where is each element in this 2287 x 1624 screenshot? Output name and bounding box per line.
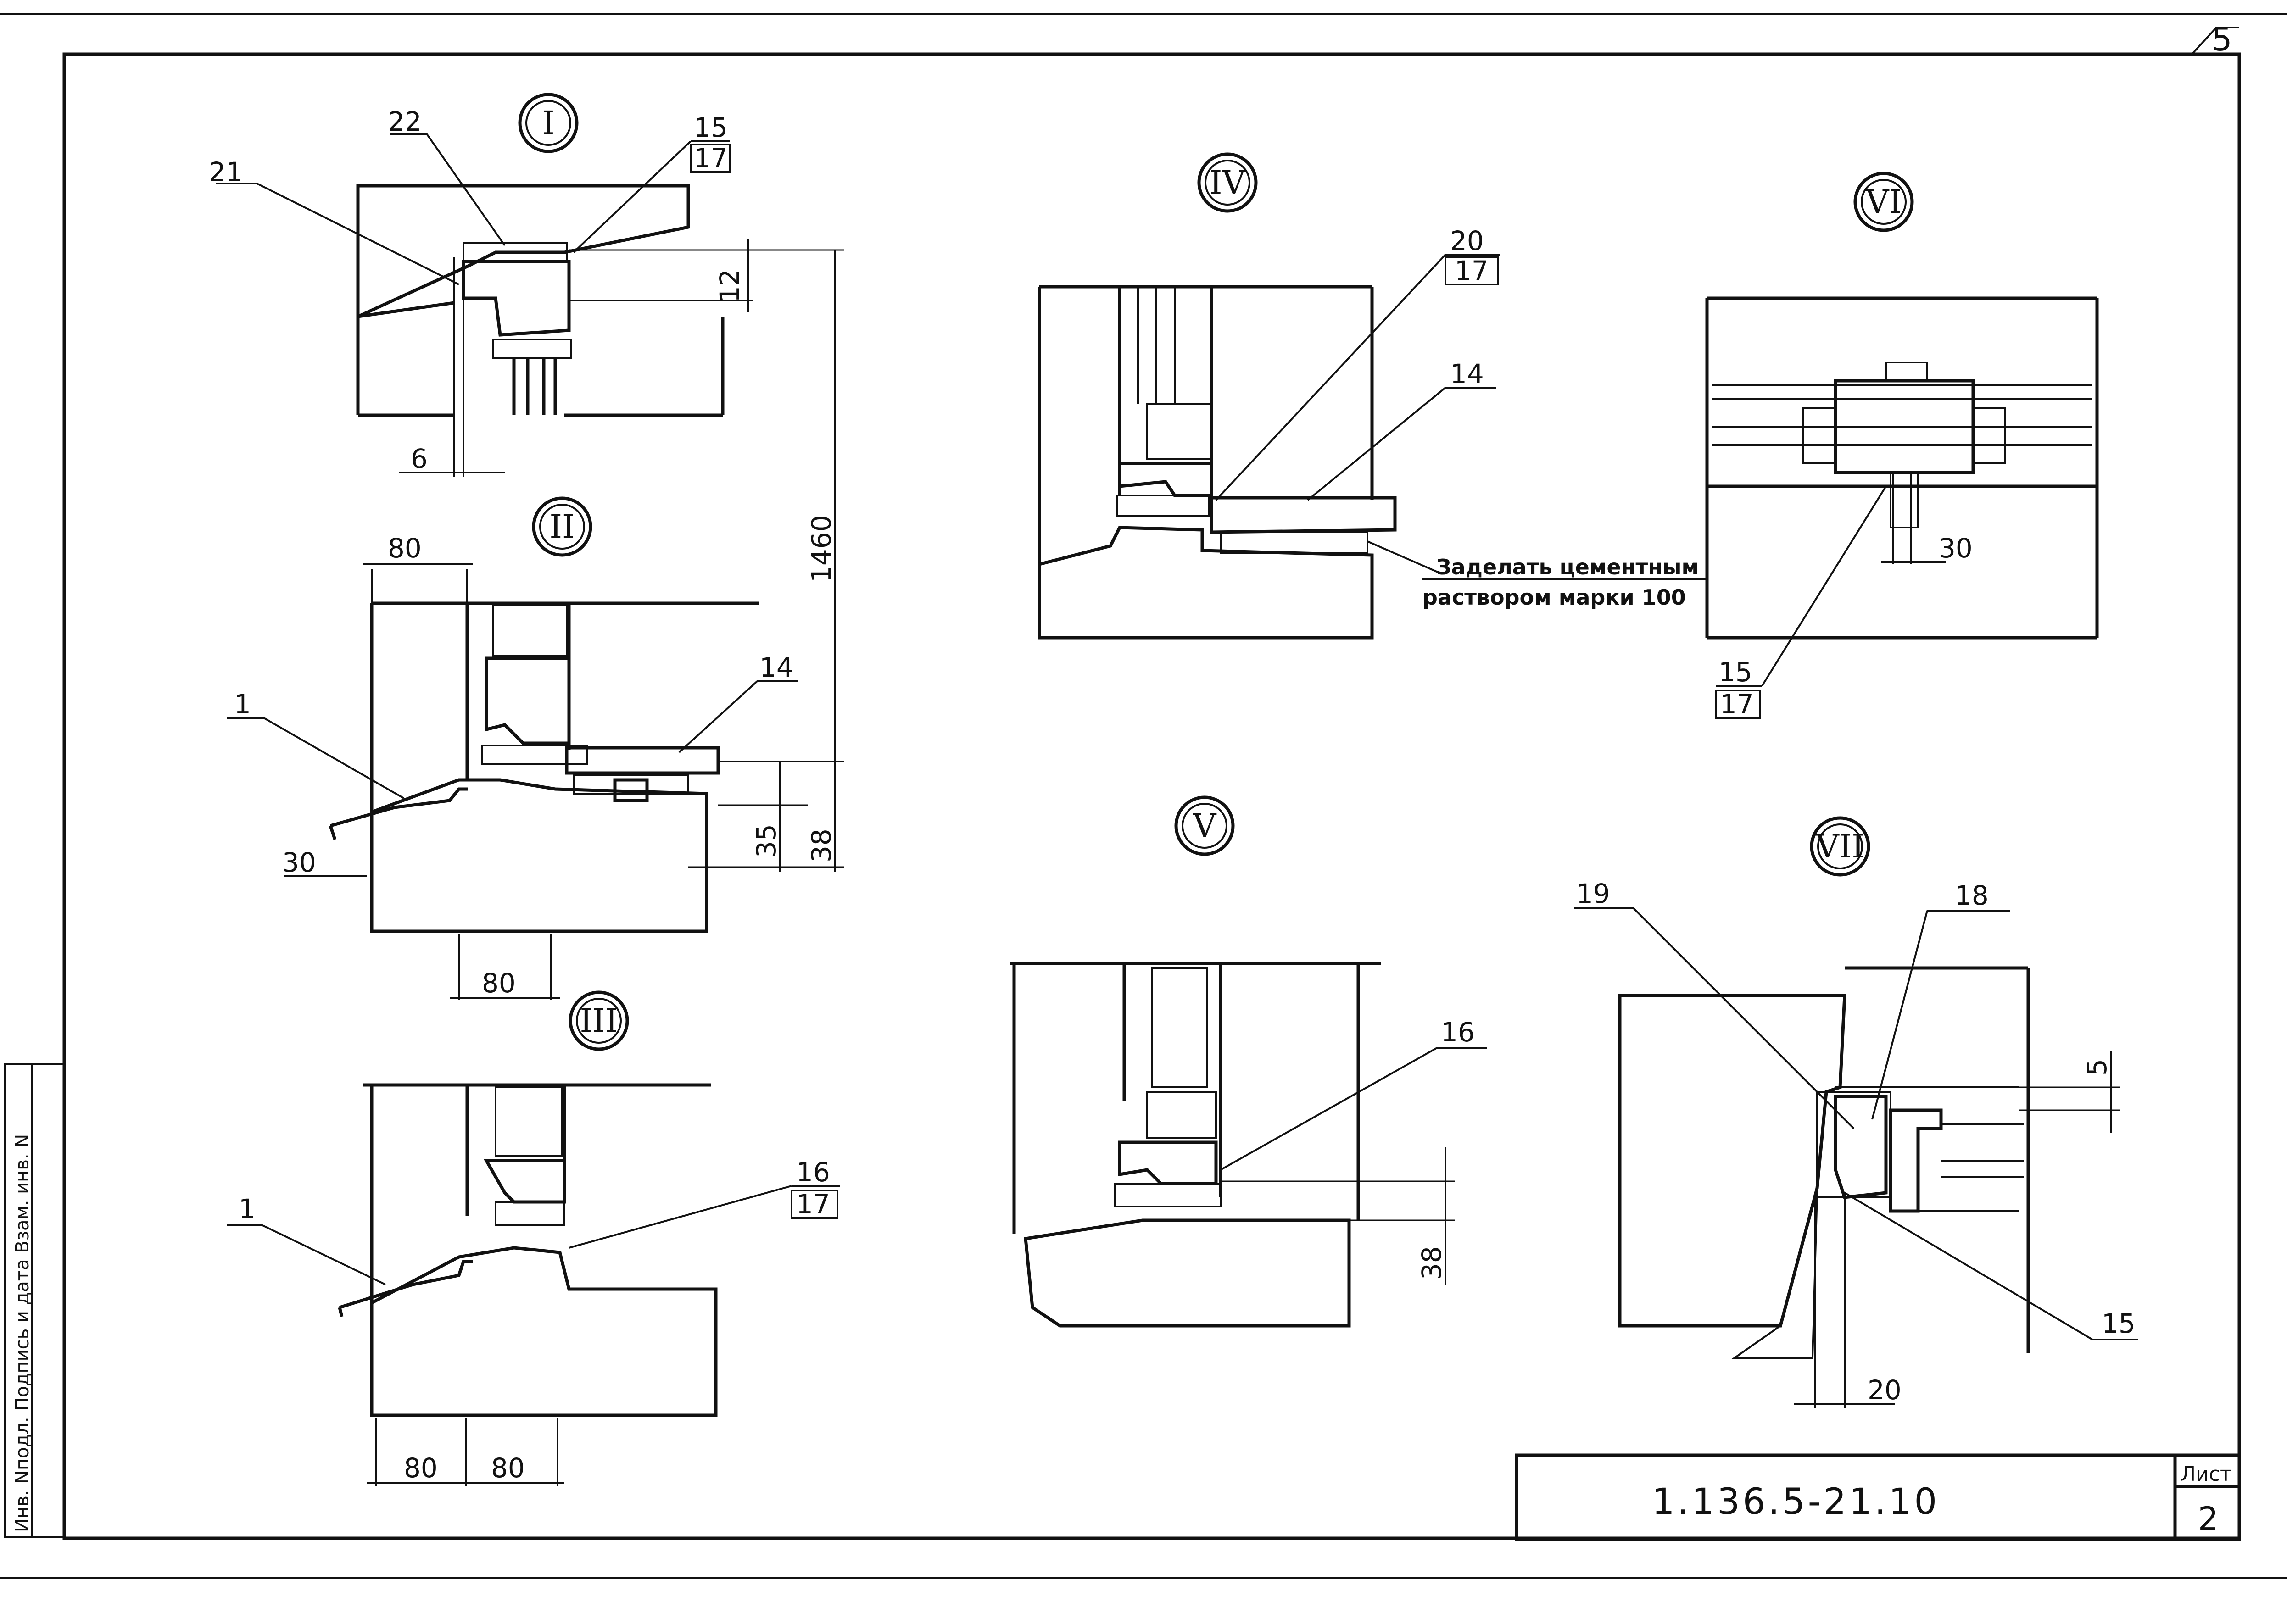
dim-38: 38 (806, 829, 837, 862)
detail-II: II 80 30 80 35 38 1460 1 14 (227, 250, 844, 1000)
dim-80-top: 80 (388, 533, 422, 564)
callout-22: 22 (388, 106, 422, 137)
dim-38: 38 (1416, 1246, 1447, 1280)
dim-30: 30 (282, 847, 316, 878)
detail-IV: IV 20 17 14 Заделать цементным раствором… (1038, 152, 1707, 640)
detail-I: I 6 12 21 22 15 17 (209, 93, 844, 477)
dim-35: 35 (751, 824, 782, 858)
detail-VII: VII 5 20 19 18 15 (1574, 816, 2138, 1408)
left-stamp: Инв. Nподл. Подпись и дата Взам. инв. N (4, 1063, 65, 1538)
grout-note-line-1: Заделать цементным (1436, 555, 1699, 579)
callout-15: 15 (2102, 1308, 2136, 1339)
svg-text:II: II (549, 508, 575, 545)
svg-text:VI: VI (1865, 183, 1902, 221)
detail-V: V 16 38 (1010, 795, 1487, 1328)
dim-1460: 1460 (806, 515, 837, 583)
svg-text:III: III (580, 1002, 618, 1040)
callout-15: 15 (694, 112, 728, 143)
page-number: 5 (2190, 21, 2239, 58)
svg-text:I: I (542, 104, 555, 142)
detail-VI: VI 30 15 17 (1705, 172, 2099, 720)
dim-6: 6 (411, 443, 428, 474)
dim-20: 20 (1868, 1374, 1902, 1406)
callout-17: 17 (1455, 255, 1489, 286)
svg-text:Инв. Nподл. Подпись и дата Вза: Инв. Nподл. Подпись и дата Взам. инв. N (12, 1134, 33, 1532)
callout-14: 14 (1450, 358, 1484, 389)
title-block: 1.136.5-21.10 Лист 2 (1515, 1453, 2241, 1541)
sheet-frame (62, 52, 2241, 1540)
callout-14: 14 (759, 652, 793, 683)
dim-80-bottom: 80 (482, 968, 516, 999)
svg-text:IV: IV (1210, 164, 1246, 201)
callout-18: 18 (1955, 880, 1989, 911)
callout-17: 17 (796, 1189, 830, 1220)
dim-80-a: 80 (404, 1452, 438, 1484)
dim-30: 30 (1939, 533, 1973, 564)
sheet-number: 2 (2198, 1500, 2219, 1538)
dim-5: 5 (2081, 1059, 2113, 1076)
dim-12: 12 (714, 269, 745, 303)
callout-15: 15 (1718, 656, 1752, 688)
svg-text:VII: VII (1815, 828, 1864, 865)
callout-17: 17 (694, 143, 728, 174)
detail-III: III 80 80 1 16 17 (227, 990, 840, 1486)
callout-16: 16 (1441, 1017, 1475, 1048)
callout-20: 20 (1450, 225, 1484, 256)
drawing-designation: 1.136.5-21.10 (1652, 1481, 1940, 1523)
dim-80-b: 80 (491, 1452, 525, 1484)
callout-17: 17 (1720, 689, 1754, 720)
callout-1: 1 (234, 689, 251, 720)
callout-19: 19 (1576, 878, 1610, 909)
sheet-header: Лист (2181, 1463, 2232, 1486)
callout-1: 1 (239, 1193, 256, 1224)
svg-text:5: 5 (2212, 21, 2232, 58)
svg-text:V: V (1193, 807, 1217, 845)
callout-16: 16 (796, 1157, 830, 1188)
callout-21: 21 (209, 156, 243, 188)
grout-note-line-2: раствором марки 100 (1422, 585, 1686, 610)
